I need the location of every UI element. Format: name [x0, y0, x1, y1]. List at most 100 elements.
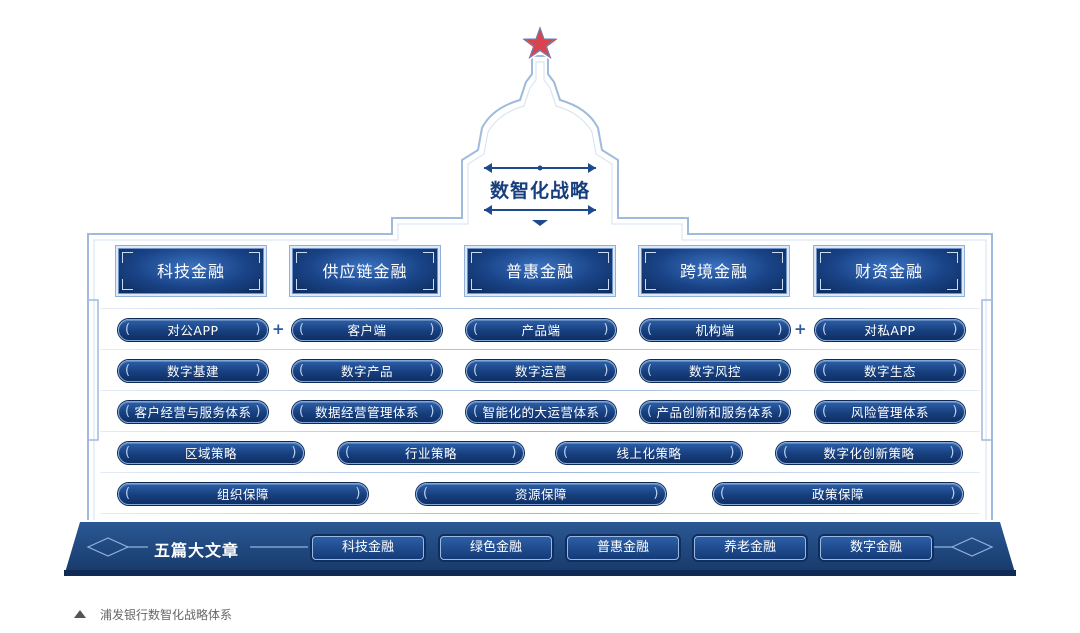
row-pill-label: 风险管理体系	[850, 405, 929, 420]
chapter-card: 养老金融	[694, 536, 806, 560]
bracket-ornament: (	[473, 363, 479, 378]
bracket-ornament: )	[291, 445, 297, 460]
pillar-card-label: 供应链金融	[322, 262, 408, 281]
bracket-ornament: )	[429, 404, 435, 419]
row-pill-label: 数字生态	[863, 364, 916, 379]
bracket-ornament: (	[473, 322, 479, 337]
row-pill-label: 产品创新和服务体系	[656, 405, 774, 420]
row-pill: 区域策略 ()	[118, 442, 304, 464]
corner-ornament	[645, 279, 656, 290]
corner-ornament	[947, 279, 958, 290]
row-pill-label: 数字基建	[166, 364, 219, 379]
bracket-ornament: (	[125, 404, 131, 419]
corner-ornament	[947, 252, 958, 263]
divider	[100, 513, 980, 514]
corner-ornament	[820, 252, 831, 263]
chapter-card: 数字金融	[820, 536, 932, 560]
row-pill: 政策保障 ()	[713, 483, 963, 505]
chapter-card-label: 绿色金融	[469, 540, 522, 555]
row-pill: 数字风控()	[640, 360, 790, 382]
row-pill-label: 区域策略	[184, 446, 237, 461]
plus-icon: +	[272, 320, 285, 338]
row-pill-label: 政策保障	[811, 487, 864, 502]
row-pill-label: 对公APP	[167, 323, 219, 338]
corner-ornament	[772, 252, 783, 263]
corner-ornament	[645, 252, 656, 263]
row-pill: 线上化策略()	[556, 442, 742, 464]
pillar-card-label: 普惠金融	[505, 262, 574, 281]
row-pill-label: 客户端	[347, 323, 387, 338]
figure-caption: 浦发银行数智化战略体系	[100, 608, 233, 622]
bracket-ornament: )	[777, 404, 783, 419]
star-icon	[517, 21, 563, 63]
bracket-ornament: (	[125, 486, 131, 501]
row-pill: 机构端()	[640, 319, 790, 341]
row-pill-label: 客户经营与服务体系	[134, 405, 252, 420]
bracket-ornament: (	[822, 404, 828, 419]
row-pill-label: 资源保障	[514, 487, 567, 502]
corner-ornament	[122, 279, 133, 290]
row-pill-label: 智能化的大运营体系	[482, 405, 600, 420]
bracket-ornament: )	[255, 404, 261, 419]
chapter-card: 普惠金融	[567, 536, 679, 560]
pillar-card: 科技金融	[118, 248, 264, 294]
row-pill-label: 数字产品	[340, 364, 393, 379]
bracket-ornament: (	[345, 445, 351, 460]
bracket-ornament: (	[720, 486, 726, 501]
corner-ornament	[772, 279, 783, 290]
corner-ornament	[598, 279, 609, 290]
bracket-ornament: (	[299, 404, 305, 419]
corner-ornament	[471, 252, 482, 263]
triangle-icon	[74, 610, 86, 618]
row-pill: 产品端 ()	[466, 319, 616, 341]
row-pill-label: 数据经营管理体系	[314, 405, 419, 420]
row-pill-label: 线上化策略	[616, 446, 682, 461]
pillar-card: 供应链金融	[292, 248, 438, 294]
corner-ornament	[598, 252, 609, 263]
bracket-ornament: )	[603, 322, 609, 337]
corner-ornament	[820, 279, 831, 290]
bracket-ornament: )	[429, 322, 435, 337]
bracket-ornament: (	[822, 363, 828, 378]
divider	[100, 390, 980, 391]
chapter-card: 科技金融	[312, 536, 424, 560]
chapter-card-label: 科技金融	[341, 540, 394, 555]
row-pill-label: 对私APP	[864, 323, 916, 338]
bracket-ornament: )	[950, 486, 956, 501]
pillar-card: 普惠金融	[467, 248, 613, 294]
row-pill: 产品创新和服务体系()	[640, 401, 790, 423]
row-pill: 客户经营与服务体系()	[118, 401, 268, 423]
bracket-ornament: (	[125, 322, 131, 337]
corner-ornament	[122, 252, 133, 263]
row-pill-label: 组织保障	[216, 487, 269, 502]
bracket-ornament: )	[952, 322, 958, 337]
pillar-card-label: 财资金融	[854, 262, 923, 281]
divider	[100, 308, 980, 309]
row-pill-label: 产品端	[521, 323, 561, 338]
row-pill: 行业策略()	[338, 442, 524, 464]
row-pill: 数字基建()	[118, 360, 268, 382]
bracket-ornament: )	[777, 322, 783, 337]
bracket-ornament: (	[125, 445, 131, 460]
bracket-ornament: )	[429, 363, 435, 378]
row-pill: 数据经营管理体系 ()	[292, 401, 442, 423]
bracket-ornament: )	[729, 445, 735, 460]
corner-ornament	[296, 279, 307, 290]
corner-ornament	[249, 279, 260, 290]
divider	[100, 472, 980, 473]
row-pill: 对公APP()	[118, 319, 268, 341]
chapter-card-label: 养老金融	[723, 540, 776, 555]
bracket-ornament: )	[603, 404, 609, 419]
bracket-ornament: )	[255, 363, 261, 378]
corner-ornament	[423, 252, 434, 263]
bracket-ornament: (	[473, 404, 479, 419]
strategy-title: 数智化战略	[489, 180, 590, 202]
row-pill: 风险管理体系 ()	[815, 401, 965, 423]
chapter-card-label: 普惠金融	[596, 540, 649, 555]
divider	[100, 431, 980, 432]
plus-icon: +	[794, 320, 807, 338]
pillar-card: 财资金融	[816, 248, 962, 294]
bracket-ornament: (	[647, 322, 653, 337]
bracket-ornament: )	[952, 404, 958, 419]
